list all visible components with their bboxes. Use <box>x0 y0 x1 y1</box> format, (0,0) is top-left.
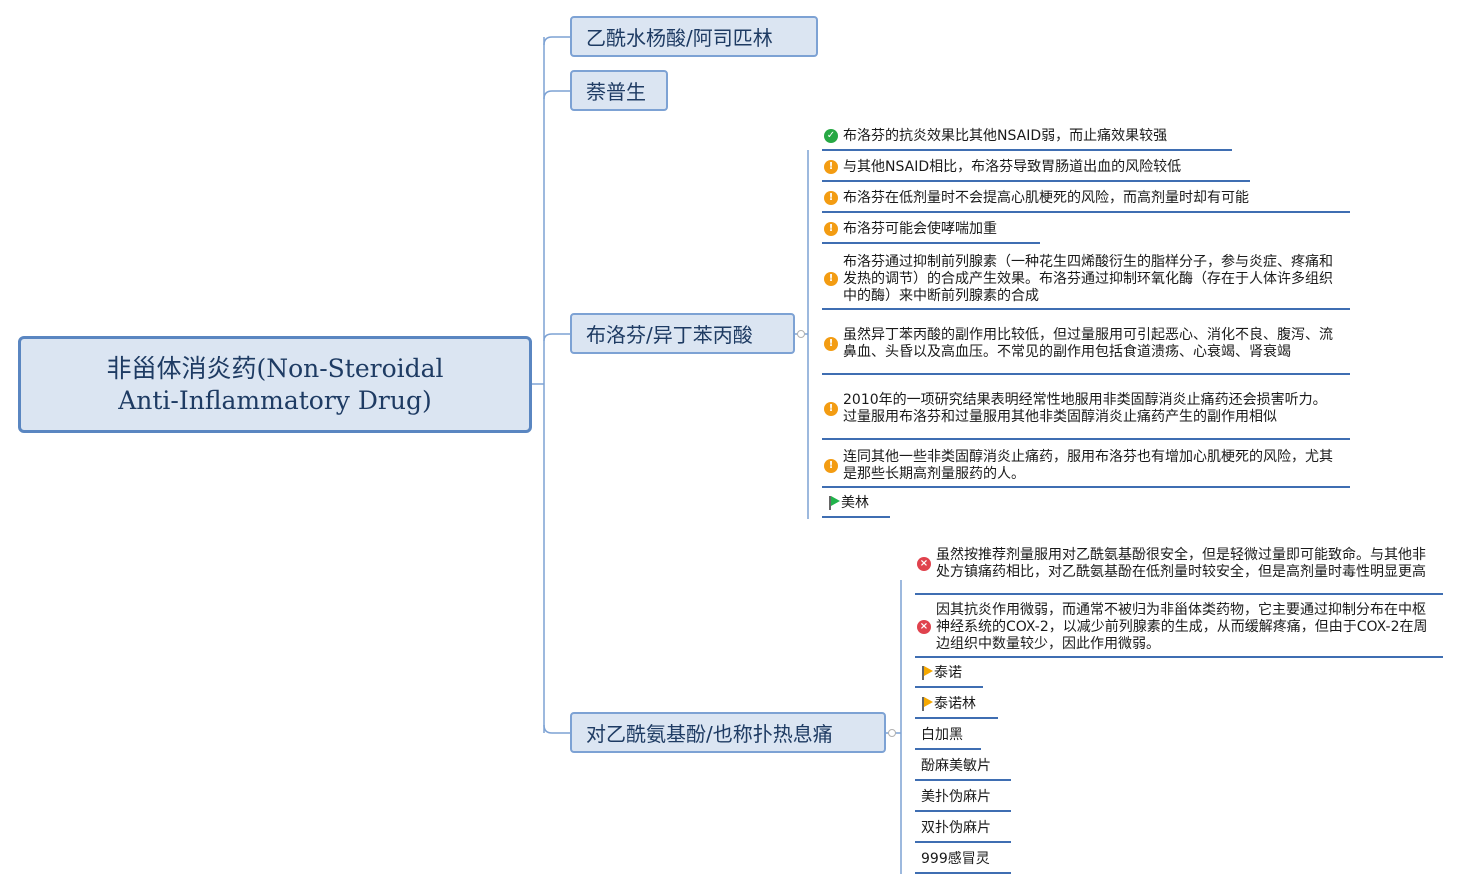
ibuprofen-note[interactable]: ! 布洛芬在低剂量时不会提高心肌梗死的风险，而高剂量时却有可能 <box>822 185 1350 213</box>
warning-icon: ! <box>824 402 838 416</box>
yellow-flag-icon <box>917 666 933 680</box>
connector-branch-naproxen <box>543 90 570 100</box>
warning-icon: ! <box>824 191 838 205</box>
warning-icon: ! <box>824 272 838 286</box>
branch-label: 萘普生 <box>586 80 646 104</box>
paracetamol-note[interactable]: × 虽然按推荐剂量服用对乙酰氨基酚很安全，但是轻微过量即可能致命。与其他非处方镇… <box>915 535 1443 595</box>
brand-item[interactable]: 999感冒灵 <box>915 846 1011 874</box>
root-topic-label: 非甾体消炎药(Non-Steroidal Anti-Inflammatory D… <box>106 353 444 415</box>
ibuprofen-note[interactable]: ! 布洛芬通过抑制前列腺素（一种花生四烯酸衍生的脂样分子，参与炎症、疼痛和发热的… <box>822 250 1350 310</box>
connector-branch-aspirin <box>543 36 570 46</box>
warning-icon: ! <box>824 337 838 351</box>
branch-aspirin[interactable]: 乙酰水杨酸/阿司匹林 <box>570 16 818 57</box>
connector-paracetamol-stem <box>886 580 902 874</box>
branch-ibuprofen[interactable]: 布洛芬/异丁苯丙酸 <box>570 313 795 354</box>
collapse-toggle-paracetamol[interactable] <box>888 729 896 737</box>
ibuprofen-note[interactable]: ! 2010年的一项研究结果表明经常性地服用非类固醇消炎止痛药还会损害听力。过量… <box>822 380 1350 440</box>
ibuprofen-note[interactable]: ! 布洛芬可能会使哮喘加重 <box>822 216 1040 244</box>
brand-motrin[interactable]: 美林 <box>822 490 890 518</box>
root-topic[interactable]: 非甾体消炎药(Non-Steroidal Anti-Inflammatory D… <box>18 336 532 433</box>
ibuprofen-note[interactable]: ✓ 布洛芬的抗炎效果比其他NSAID弱，而止痛效果较强 <box>822 123 1232 151</box>
branch-paracetamol[interactable]: 对乙酰氨基酚/也称扑热息痛 <box>570 712 886 753</box>
brand-tylenol[interactable]: 泰诺 <box>915 660 983 688</box>
brand-item[interactable]: 双扑伪麻片 <box>915 815 1011 843</box>
error-icon: × <box>917 620 931 634</box>
brand-tylenol-2[interactable]: 泰诺林 <box>915 691 998 719</box>
connector-branch-paracetamol <box>543 724 570 734</box>
branch-label: 乙酰水杨酸/阿司匹林 <box>586 26 773 50</box>
warning-icon: ! <box>824 459 838 473</box>
ibuprofen-note[interactable]: ! 虽然异丁苯丙酸的副作用比较低，但过量服用可引起恶心、消化不良、腹泻、流鼻血、… <box>822 315 1350 375</box>
ibuprofen-note[interactable]: ! 连同其他一些非类固醇消炎止痛药，服用布洛芬也有增加心肌梗死的风险，尤其是那些… <box>822 446 1350 488</box>
branch-label: 对乙酰氨基酚/也称扑热息痛 <box>586 722 833 746</box>
branch-naproxen[interactable]: 萘普生 <box>570 70 668 111</box>
brand-item[interactable]: 美扑伪麻片 <box>915 784 1011 812</box>
brand-item[interactable]: 酚麻美敏片 <box>915 753 1011 781</box>
check-icon: ✓ <box>824 129 838 143</box>
brand-item[interactable]: 白加黑 <box>915 722 981 750</box>
warning-icon: ! <box>824 160 838 174</box>
ibuprofen-note[interactable]: ! 与其他NSAID相比，布洛芬导致胃肠道出血的风险较低 <box>822 154 1250 182</box>
green-flag-icon <box>824 496 840 510</box>
warning-icon: ! <box>824 222 838 236</box>
collapse-toggle-ibuprofen[interactable] <box>797 330 805 338</box>
connector-branch-ibuprofen <box>543 333 570 342</box>
error-icon: × <box>917 557 931 571</box>
paracetamol-note[interactable]: × 因其抗炎作用微弱，而通常不被归为非甾体类药物，它主要通过抑制分布在中枢神经系… <box>915 598 1443 658</box>
yellow-flag-icon <box>917 697 933 711</box>
branch-label: 布洛芬/异丁苯丙酸 <box>586 323 753 347</box>
